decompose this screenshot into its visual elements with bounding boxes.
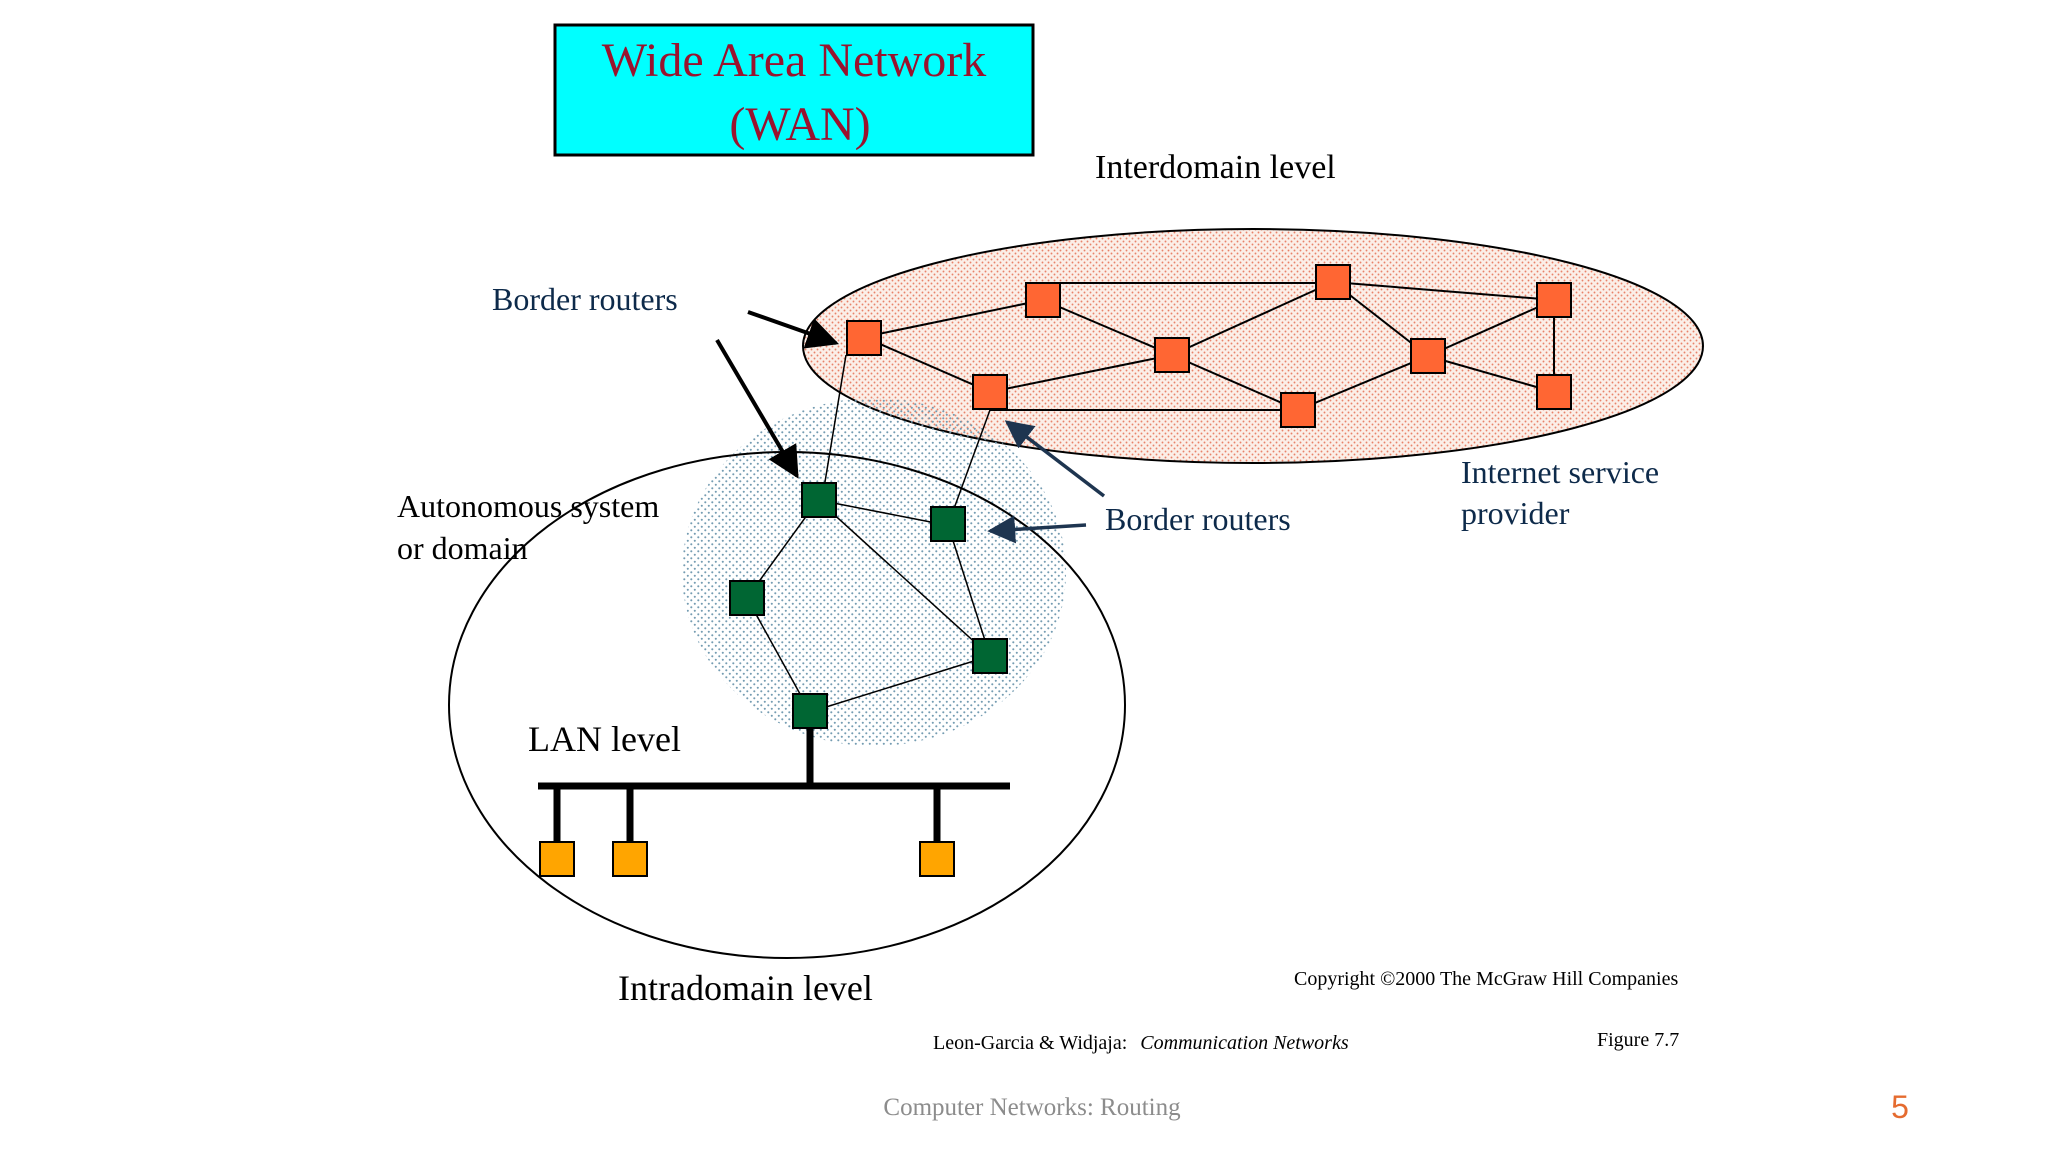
border-routers-label-right: Border routers	[1105, 501, 1291, 537]
autonomous-system-region	[682, 398, 1066, 746]
lan-host	[919, 841, 955, 877]
isp-router	[1315, 264, 1351, 300]
as-router	[729, 580, 765, 616]
footer-title: Computer Networks: Routing	[883, 1094, 1181, 1121]
title-box	[553, 23, 1035, 157]
as-border-router-top	[801, 482, 837, 518]
title-line-2: (WAN)	[729, 98, 870, 151]
lan-level-label: LAN level	[528, 719, 681, 759]
page-number: 5	[1891, 1089, 1909, 1125]
lan-host	[539, 841, 575, 877]
isp-border-router-left	[846, 320, 882, 356]
lan-bus	[538, 728, 1010, 842]
book-credit: Leon-Garcia & Widjaja: Communication Net…	[933, 1032, 1349, 1054]
arrow-to-isp-border-router	[747, 310, 840, 349]
interdomain-label: Interdomain level	[1095, 149, 1336, 186]
isp-router	[1536, 282, 1572, 318]
border-routers-label-top: Border routers	[492, 281, 678, 317]
title-line-1: Wide Area Network	[602, 34, 987, 87]
lan-hosts	[539, 841, 955, 877]
inter-domain-links	[821, 354, 991, 526]
isp-router	[1410, 338, 1446, 374]
intradomain-label: Intradomain level	[618, 968, 873, 1008]
autonomous-system-label-1: Autonomous system	[397, 488, 659, 524]
autonomous-system-label-2: or domain	[397, 530, 528, 566]
isp-label-2: provider	[1461, 495, 1570, 531]
as-router	[972, 638, 1008, 674]
isp-label-1: Internet service	[1461, 454, 1659, 490]
book-authors: Leon-Garcia & Widjaja:	[933, 1032, 1127, 1054]
arrow-to-isp-border-router-lower	[1004, 420, 1106, 498]
isp-border-router-lower	[972, 374, 1008, 410]
isp-routers	[846, 264, 1572, 428]
book-title: Communication Networks	[1140, 1032, 1349, 1054]
isp-router	[1536, 374, 1572, 410]
arrow-to-as-border-router	[715, 338, 799, 479]
copyright-text: Copyright ©2000 The McGraw Hill Companie…	[1294, 968, 1678, 990]
as-routers	[729, 482, 1008, 729]
figure-number: Figure 7.7	[1597, 1029, 1679, 1051]
as-gateway-router	[792, 693, 828, 729]
isp-router	[1280, 392, 1316, 428]
isp-router	[1025, 282, 1061, 318]
lan-host	[612, 841, 648, 877]
arrow-to-as-border-router-right	[987, 515, 1087, 544]
as-border-router-right	[930, 506, 966, 542]
isp-router	[1154, 337, 1190, 373]
